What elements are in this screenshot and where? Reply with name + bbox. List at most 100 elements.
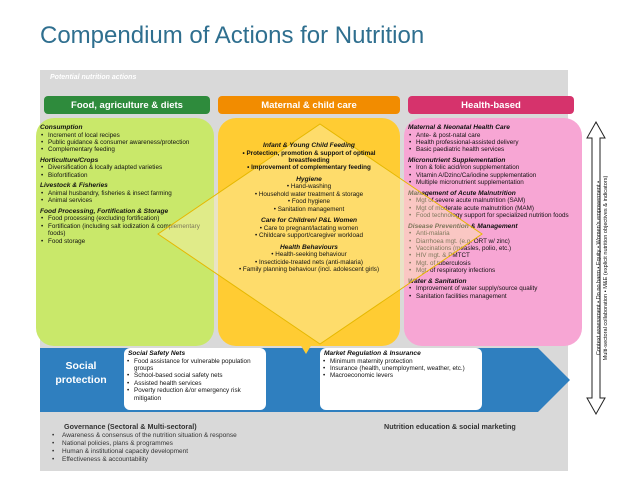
list-item: Complementary feeding — [40, 146, 210, 154]
list-item: Animal husbandry, fisheries & insect far… — [40, 190, 210, 198]
side-text-line2: Multi-sectoral collaboration • M&E (expl… — [602, 175, 609, 361]
list-item: Improvement of water supply/source quali… — [408, 285, 578, 293]
health-section-title: Management of Acute Malnutrition — [408, 189, 516, 197]
list-item: Health professional-assisted delivery — [408, 139, 578, 147]
food-section-title: Food Processing, Fortification & Storage — [40, 207, 169, 215]
maternal-section-title: Infant & Young Child Feeding — [263, 142, 355, 149]
list-item: Food storage — [40, 238, 210, 246]
header-health: Health-based — [408, 96, 574, 114]
food-section-list: Increment of local recipesPublic guidanc… — [40, 132, 210, 155]
list-item: Awareness & consensus of the nutrition s… — [48, 432, 348, 440]
list-item: Insecticide-treated nets (anti-malaria) — [222, 259, 396, 266]
list-item: Human & institutional capacity developme… — [48, 448, 348, 456]
health-section-title: Micronutrient Supplementation — [408, 156, 506, 164]
list-item: Macroeconomic levers — [322, 372, 480, 380]
education-title: Nutrition education & social marketing — [384, 422, 516, 431]
list-item: Protection, promotion & support of optim… — [222, 150, 396, 165]
list-item: Poverty reduction &/or emergency risk mi… — [126, 387, 264, 402]
market-list: Minimum maternity protectionInsurance (h… — [320, 358, 482, 381]
page-title: Compendium of Actions for Nutrition — [40, 22, 425, 49]
maternal-section-list: Protection, promotion & support of optim… — [222, 150, 396, 172]
maternal-section-title: Health Behaviours — [280, 243, 338, 251]
double-arrow-shape — [586, 120, 606, 416]
list-item: Vitamin A/Dzinc/Ca/iodine supplementatio… — [408, 172, 578, 180]
maternal-section-title: Care for Children/ P&L Women — [260, 217, 358, 225]
social-label: Social protection — [55, 360, 107, 386]
maternal-section-list: Hand-washingHousehold water treatment & … — [222, 183, 396, 213]
governance-list: Awareness & consensus of the nutrition s… — [48, 432, 348, 465]
list-item: Childcare support/caregiver workload — [222, 232, 396, 239]
list-item: Food assistance for vulnerable populatio… — [126, 358, 264, 373]
list-item: Basic paediatric health services — [408, 146, 578, 154]
maternal-section-list: Health-seeking behaviourInsecticide-trea… — [222, 251, 396, 273]
health-section-list: Iron & folic acid/iron supplementationVi… — [408, 164, 578, 187]
health-list: Maternal & Neonatal Health CareAnte- & p… — [404, 118, 582, 302]
health-section-title: Disease Prevention & Management — [408, 222, 518, 230]
maternal-section-title: Hygiene — [296, 175, 322, 183]
health-section-list: Mgt of severe acute malnutrition (SAM)Mg… — [408, 197, 578, 220]
list-item: Mgt. of respiratory infections — [408, 267, 578, 275]
list-item: Insurance (health, unemployment, weather… — [322, 365, 480, 373]
list-item: HIV mgt. & PMTCT — [408, 252, 578, 260]
side-text: Context assessment • Do no harm • Equity… — [596, 118, 616, 418]
list-item: Effectiveness & accountability — [48, 456, 348, 464]
food-section-title: Consumption — [40, 124, 83, 131]
food-section-title: Horticulture/Crops — [40, 156, 99, 164]
list-item: Minimum maternity protection — [322, 358, 480, 366]
safety-nets-box: Social Safety Nets Food assistance for v… — [124, 348, 266, 410]
list-item: Increment of local recipes — [40, 132, 210, 140]
list-item: Assisted health services — [126, 380, 264, 388]
side-text-line1: Context assessment • Do no harm • Equity… — [596, 180, 602, 356]
governance-list-box: Awareness & consensus of the nutrition s… — [48, 432, 348, 465]
list-item: Diversification & locally adapted variet… — [40, 164, 210, 172]
list-item: Mgt. of tuberculosis — [408, 260, 578, 268]
list-item: Biofortification — [40, 172, 210, 180]
food-column: ConsumptionIncrement of local recipesPub… — [36, 118, 214, 346]
food-list: ConsumptionIncrement of local recipesPub… — [36, 118, 214, 247]
list-item: Improvement of complementary feeding — [222, 164, 396, 171]
list-item: School-based social safety nets — [126, 372, 264, 380]
header-food: Food, agriculture & diets — [44, 96, 210, 114]
food-section-title: Livestock & Fisheries — [40, 182, 108, 190]
list-item: Health-seeking behaviour — [222, 251, 396, 258]
band-label: Potential nutrition actions — [50, 74, 137, 81]
list-item: Ante- & post-natal care — [408, 132, 578, 140]
food-section-list: Animal husbandry, fisheries & insect far… — [40, 190, 210, 205]
safety-nets-title: Social Safety Nets — [128, 350, 186, 357]
down-arrow-mark — [300, 344, 312, 354]
list-item: Household water treatment & storage — [222, 191, 396, 198]
header-maternal: Maternal & child care — [218, 96, 400, 114]
list-item: Iron & folic acid/iron supplementation — [408, 164, 578, 172]
list-item: Vaccinations (measles, polio, etc.) — [408, 245, 578, 253]
governance-title: Governance (Sectoral & Multi-sectoral) — [64, 422, 197, 431]
market-title: Market Regulation & Insurance — [324, 350, 421, 357]
list-item: Food processing (excluding fortification… — [40, 215, 210, 223]
list-item: Fortification (including salt iodization… — [40, 223, 210, 238]
food-section-list: Diversification & locally adapted variet… — [40, 164, 210, 179]
food-section-list: Food processing (excluding fortification… — [40, 215, 210, 245]
health-section-list: Anti-malariaDiarrhoea mgt. (e.g. ORT w/ … — [408, 230, 578, 275]
list-item: Public guidance & consumer awareness/pro… — [40, 139, 210, 147]
health-section-title: Water & Sanitation — [408, 277, 467, 285]
list-item: Mgt of severe acute malnutrition (SAM) — [408, 197, 578, 205]
list-item: Animal services — [40, 197, 210, 205]
list-item: Sanitation management — [222, 206, 396, 213]
list-item: Multiple micronutrient supplementation — [408, 179, 578, 187]
list-item: Diarrhoea mgt. (e.g. ORT w/ zinc) — [408, 238, 578, 246]
safety-nets-list: Food assistance for vulnerable populatio… — [124, 358, 266, 403]
list-item: Care to pregnant/lactating women — [222, 225, 396, 232]
list-item: National policies, plans & programmes — [48, 440, 348, 448]
list-item: Hand-washing — [222, 183, 396, 190]
health-section-list: Improvement of water supply/source quali… — [408, 285, 578, 300]
list-item: Anti-malaria — [408, 230, 578, 238]
list-item: Mgt of moderate acute malnutrition (MAM) — [408, 205, 578, 213]
maternal-list: Infant & Young Child FeedingProtection, … — [222, 138, 396, 273]
social-protection-arrow — [40, 344, 570, 412]
market-box: Market Regulation & Insurance Minimum ma… — [320, 348, 482, 410]
list-item: Food hygiene — [222, 198, 396, 205]
list-item: Food technology support for specialized … — [408, 212, 578, 220]
health-column: Maternal & Neonatal Health CareAnte- & p… — [404, 118, 582, 346]
social-arrow-shape — [40, 348, 570, 412]
list-item: Sanitation facilities management — [408, 293, 578, 301]
